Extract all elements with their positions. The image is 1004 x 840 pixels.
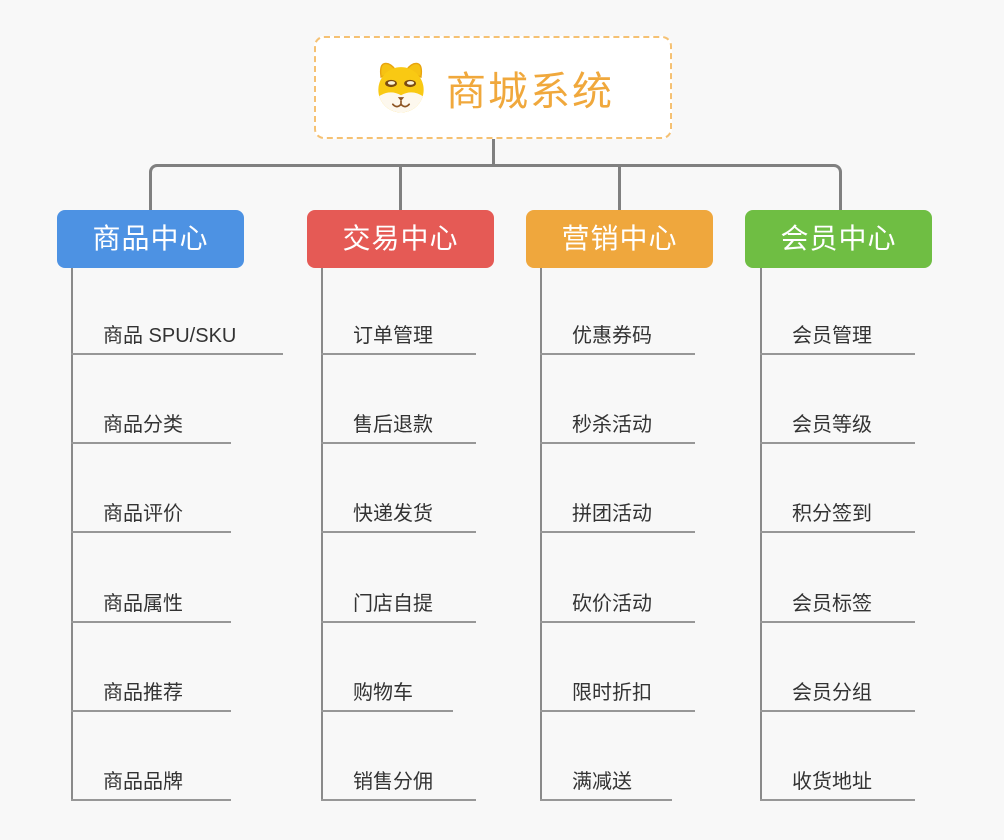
- leaf-node-product-review[interactable]: 商品评价: [71, 489, 231, 533]
- leaf-node-product-brand[interactable]: 商品品牌: [71, 757, 231, 801]
- leaf-node-after-sale-refund[interactable]: 售后退款: [321, 400, 476, 444]
- branch-node-product-center[interactable]: 商品中心: [57, 210, 244, 268]
- connector-branch-line-member: [760, 268, 762, 801]
- branch-node-trade-center[interactable]: 交易中心: [307, 210, 494, 268]
- leaf-node-product-attribute[interactable]: 商品属性: [71, 579, 231, 623]
- leaf-node-points-checkin[interactable]: 积分签到: [760, 489, 915, 533]
- leaf-node-express-delivery[interactable]: 快递发货: [321, 489, 476, 533]
- leaf-node-sales-commission[interactable]: 销售分佣: [321, 757, 476, 801]
- leaf-node-limited-time-discount[interactable]: 限时折扣: [540, 668, 695, 712]
- leaf-node-member-level[interactable]: 会员等级: [760, 400, 915, 444]
- leaf-node-coupon-code[interactable]: 优惠券码: [540, 311, 695, 355]
- shiba-dog-icon: [372, 59, 430, 117]
- leaf-node-order-management[interactable]: 订单管理: [321, 311, 476, 355]
- leaf-node-member-management[interactable]: 会员管理: [760, 311, 915, 355]
- leaf-node-shopping-cart[interactable]: 购物车: [321, 668, 453, 712]
- branch-node-member-center[interactable]: 会员中心: [745, 210, 932, 268]
- connector-branch-line-marketing: [540, 268, 542, 801]
- leaf-node-full-reduction[interactable]: 满减送: [540, 757, 672, 801]
- leaf-node-member-tag[interactable]: 会员标签: [760, 579, 915, 623]
- leaf-node-store-pickup[interactable]: 门店自提: [321, 579, 476, 623]
- leaf-node-product-category[interactable]: 商品分类: [71, 400, 231, 444]
- branch-node-marketing-center[interactable]: 营销中心: [526, 210, 713, 268]
- leaf-node-group-buy[interactable]: 拼团活动: [540, 489, 695, 533]
- connector-branch-line-product: [71, 268, 73, 801]
- leaf-node-product-spu-sku[interactable]: 商品 SPU/SKU: [71, 311, 283, 355]
- root-title: 商城系统: [446, 69, 614, 114]
- root-node[interactable]: 商城系统: [314, 36, 672, 139]
- connector-branch-line-trade: [321, 268, 323, 801]
- leaf-node-flash-sale[interactable]: 秒杀活动: [540, 400, 695, 444]
- connector-rail: [149, 164, 842, 213]
- leaf-node-shipping-address[interactable]: 收货地址: [760, 757, 915, 801]
- leaf-node-member-group[interactable]: 会员分组: [760, 668, 915, 712]
- connector-root-stub: [492, 139, 495, 167]
- connector-drop-marketing: [618, 167, 621, 210]
- connector-drop-trade: [399, 167, 402, 210]
- leaf-node-bargain-activity[interactable]: 砍价活动: [540, 579, 695, 623]
- leaf-node-product-recommend[interactable]: 商品推荐: [71, 668, 231, 712]
